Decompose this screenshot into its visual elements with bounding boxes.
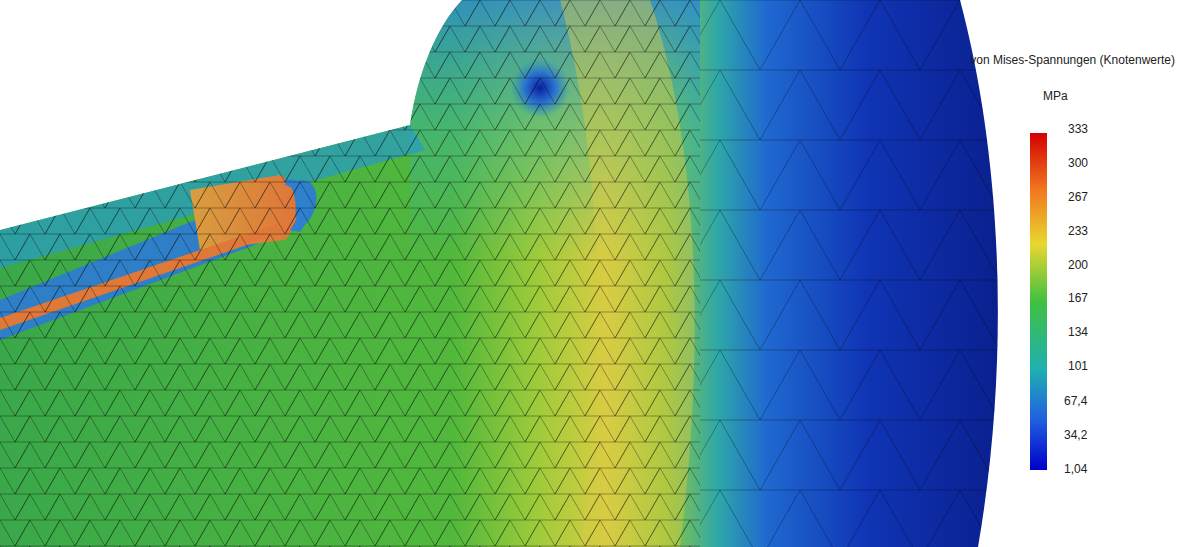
scale-value: 101	[1068, 360, 1088, 373]
unit-label: MPa	[1043, 90, 1068, 103]
scale-value: 167	[1068, 292, 1088, 305]
scale-value: 233	[1068, 225, 1088, 238]
scale-value: 134	[1068, 326, 1088, 339]
scale-value: 1,04	[1064, 463, 1087, 476]
scale-value: 267	[1068, 191, 1088, 204]
scale-value: 67,4	[1064, 395, 1087, 408]
scale-value: 300	[1068, 157, 1088, 170]
scale-value: 333	[1068, 123, 1088, 136]
scale-value: 34,2	[1064, 429, 1087, 442]
scale-value: 200	[1068, 259, 1088, 272]
color-scale-bar	[1030, 133, 1047, 470]
scale-title: von Mises-Spannungen (Knotenwerte)	[970, 54, 1175, 67]
